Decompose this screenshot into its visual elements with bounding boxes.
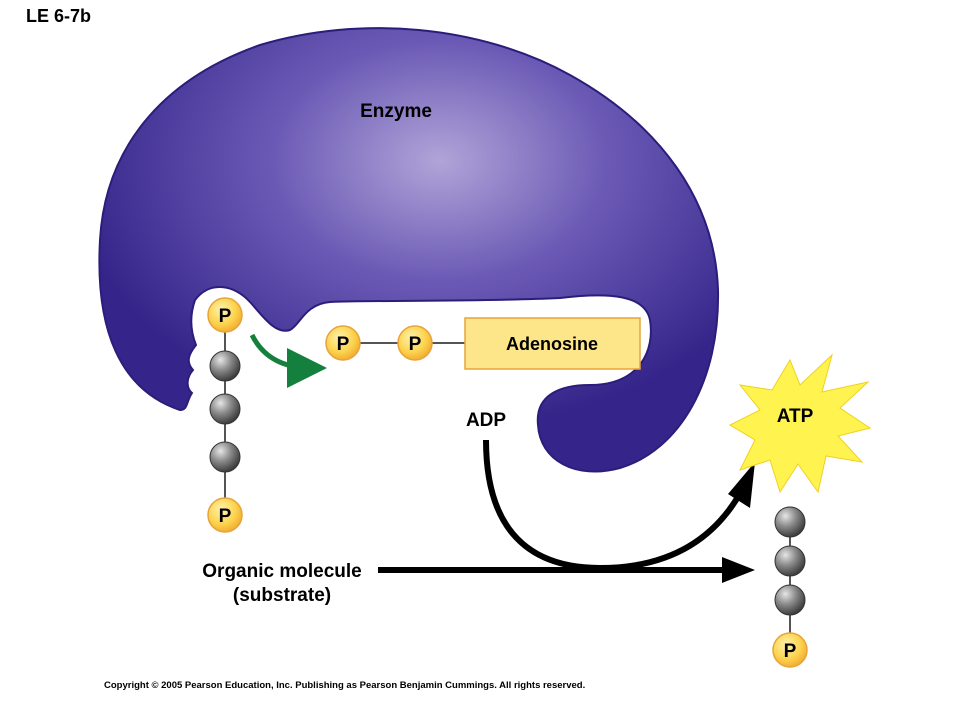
- substrate-phosphate-top: P: [207, 297, 243, 333]
- substrate-bead-2: [209, 393, 241, 425]
- adp-to-atp-arrowhead: [728, 462, 755, 508]
- enzyme-label: Enzyme: [360, 101, 432, 122]
- phosphate-transfer-arrow: [249, 333, 327, 388]
- product-phosphate-label: P: [784, 641, 797, 662]
- adp-phosphate-2: P: [397, 325, 433, 361]
- copyright-notice: Copyright © 2005 Pearson Education, Inc.…: [104, 680, 585, 691]
- adp-phosphate-1: P: [325, 325, 361, 361]
- substrate-phosphate-top-label: P: [219, 306, 232, 327]
- substrate-phosphate-bottom-label: P: [219, 506, 232, 527]
- product-bead-2: [774, 545, 806, 577]
- adp-phosphate-1-label: P: [337, 334, 350, 355]
- atp-label: ATP: [777, 406, 814, 427]
- product-bead-3: [774, 584, 806, 616]
- figure-id: LE 6-7b: [26, 6, 91, 26]
- adenosine-box: Adenosine: [464, 317, 641, 370]
- atp-burst: [728, 353, 872, 494]
- product-phosphate: P: [772, 632, 808, 668]
- substrate-phosphate-bottom: P: [207, 497, 243, 533]
- adenosine-label: Adenosine: [506, 334, 598, 354]
- substrate-to-product-arrowhead: [722, 557, 755, 583]
- product-bead-1: [774, 506, 806, 538]
- substrate-label-line2: (substrate): [233, 585, 331, 606]
- substrate-label-line1: Organic molecule: [202, 561, 361, 582]
- adp-label: ADP: [466, 410, 506, 431]
- enzyme-shape: [98, 27, 720, 473]
- substrate-bead-1: [209, 350, 241, 382]
- adp-phosphate-2-label: P: [409, 334, 422, 355]
- substrate-bead-3: [209, 441, 241, 473]
